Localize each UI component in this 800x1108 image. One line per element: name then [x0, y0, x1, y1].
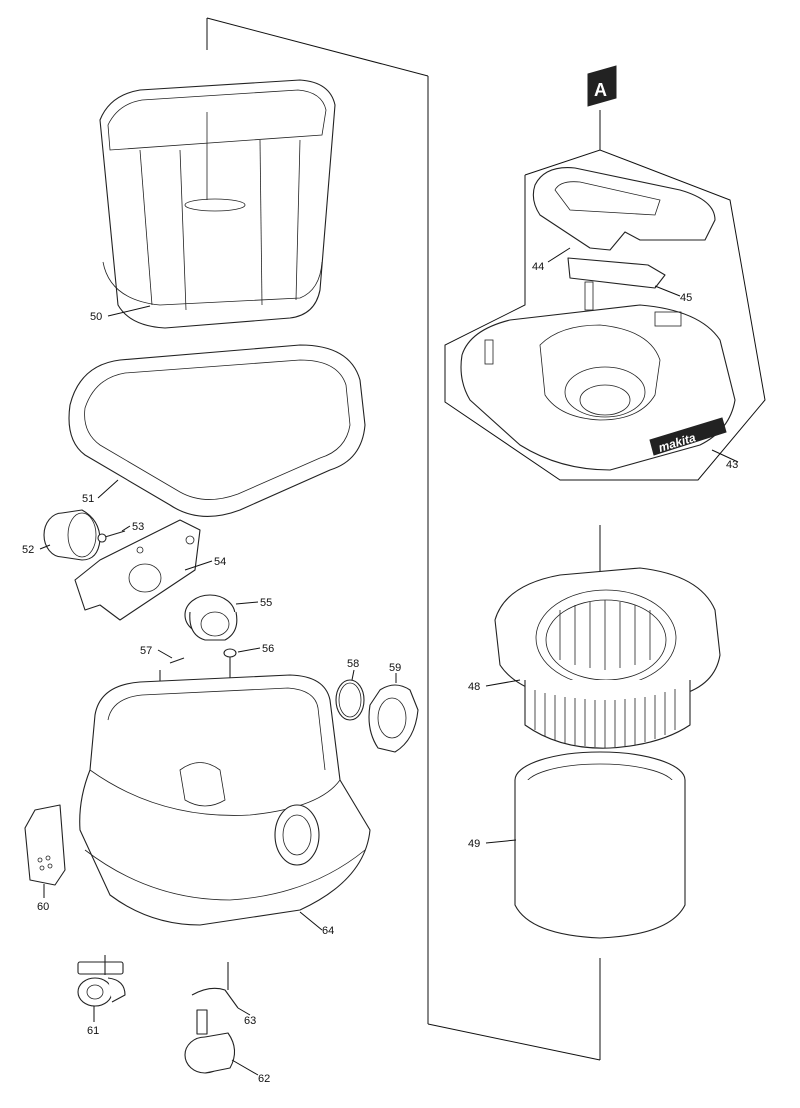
label-51: 51: [82, 493, 94, 505]
label-52: 52: [22, 544, 34, 556]
label-45: 45: [680, 292, 692, 304]
part-54-bracket-plate: [74, 519, 201, 621]
label-49: 49: [468, 838, 480, 850]
assembly-frame-lines: [206, 17, 766, 1061]
label-61: 61: [87, 1025, 99, 1037]
label-57: 57: [140, 645, 152, 657]
part-62-caster-wheel: [184, 1009, 236, 1074]
part-53-screw: [97, 530, 126, 543]
label-54: 54: [214, 556, 226, 568]
label-44: 44: [532, 261, 544, 273]
label-43: 43: [726, 459, 738, 471]
part-63-spring-pin: [191, 962, 239, 1009]
part-43-motor-housing: makita: [460, 281, 736, 471]
section-badge-label: A: [594, 80, 607, 100]
part-48-filter-assembly: [494, 567, 721, 749]
label-48: 48: [468, 681, 480, 693]
label-59: 59: [389, 662, 401, 674]
part-58-o-ring: [335, 679, 365, 721]
part-44-foam-seal: [532, 167, 716, 251]
section-badge: A: [587, 65, 617, 107]
part-64-tank-body: [79, 674, 371, 926]
part-51-gasket: [68, 344, 366, 517]
label-64: 64: [322, 925, 334, 937]
label-50: 50: [90, 311, 102, 323]
filter-pleats: [534, 600, 676, 748]
label-53: 53: [132, 521, 144, 533]
part-55-hose-port: [184, 594, 238, 641]
makita-logo-plate: [649, 417, 727, 456]
part-61-caster: [77, 955, 126, 1007]
label-60: 60: [37, 901, 49, 913]
label-62: 62: [258, 1073, 270, 1085]
label-63: 63: [244, 1015, 256, 1027]
part-60-latch-clip: [24, 804, 66, 886]
label-55: 55: [260, 597, 272, 609]
part-50-tub: [99, 79, 336, 329]
leader-lines: [39, 247, 739, 1076]
label-58: 58: [347, 658, 359, 670]
part-labels: 43 44 45 48 49 50 51 52 53 54 55 56 57 5…: [22, 261, 738, 1085]
part-52-inlet-collar: [43, 509, 101, 561]
part-45-seal-strip: [567, 257, 666, 289]
part-49-cylinder-sleeve: [514, 751, 686, 939]
part-59-threaded-ring: [368, 684, 419, 753]
label-56: 56: [262, 643, 274, 655]
